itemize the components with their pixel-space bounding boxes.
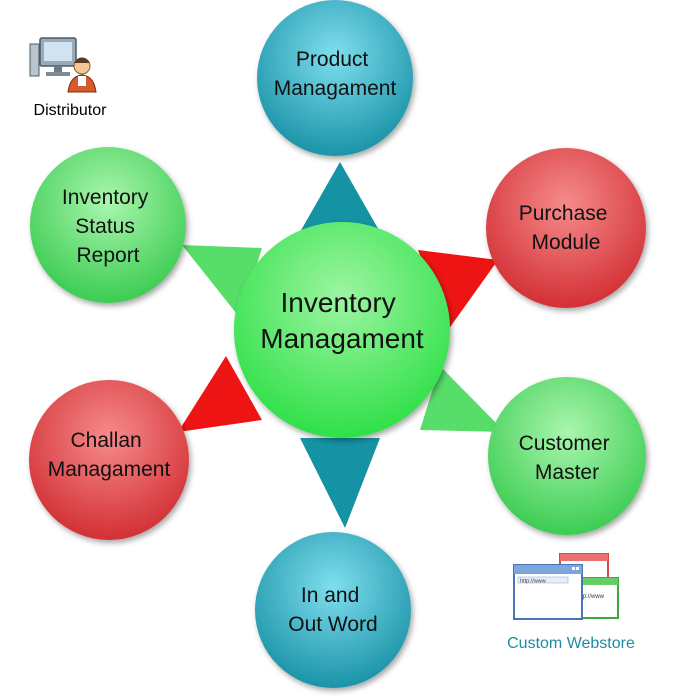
webstore-label: Custom Webstore bbox=[507, 635, 635, 652]
computer-user-icon bbox=[29, 37, 97, 93]
center-node-inventory-managament bbox=[234, 222, 450, 438]
arm-challan-managament bbox=[178, 356, 262, 432]
arm-product-managament bbox=[300, 162, 380, 232]
node-inventory-status-report bbox=[30, 147, 186, 303]
node-in-and-out-word bbox=[255, 532, 411, 688]
node-label-challan-managament: Challan Managament bbox=[48, 429, 171, 481]
node-label-in-and-out-word: In and Out Word bbox=[288, 584, 377, 636]
node-label-customer-master: Customer Master bbox=[519, 432, 616, 484]
node-label-inventory-status-report: Inventory Status Report bbox=[62, 186, 154, 267]
svg-text:http://www: http://www bbox=[520, 579, 546, 585]
arm-in-and-out-word bbox=[300, 438, 380, 528]
arm-customer-master bbox=[420, 366, 505, 432]
node-customer-master bbox=[488, 377, 646, 535]
svg-text:http://www: http://www bbox=[576, 594, 605, 600]
browser-windows-icon: http://www http://www bbox=[513, 553, 619, 620]
node-challan-managament bbox=[29, 380, 189, 540]
node-label-product-managament: Product Managament bbox=[274, 48, 397, 100]
distributor-label: Distributor bbox=[34, 102, 108, 119]
center-node-label: Inventory Managament bbox=[260, 287, 424, 354]
arm-purchase-module bbox=[418, 250, 498, 330]
node-purchase-module bbox=[486, 148, 646, 308]
node-label-purchase-module: Purchase Module bbox=[519, 202, 614, 254]
node-product-managament bbox=[257, 0, 413, 156]
